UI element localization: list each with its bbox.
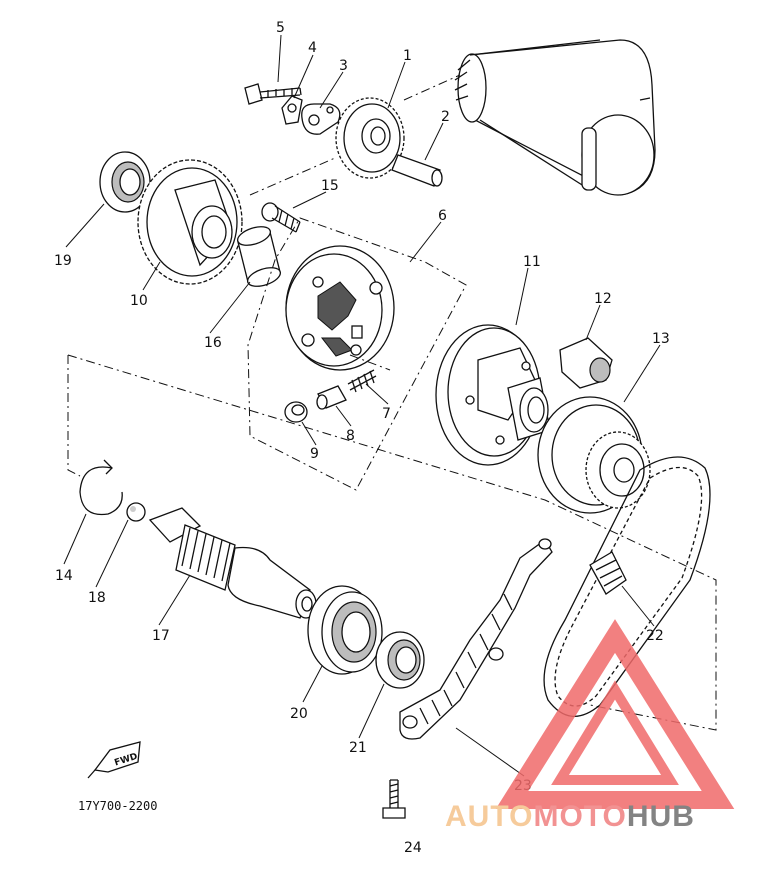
callout-2: 2 <box>441 109 450 125</box>
callout-labels: 5 4 3 1 2 6 15 19 10 16 11 12 13 7 8 9 1… <box>54 20 670 856</box>
bolt-24 <box>382 779 406 819</box>
guide-22 <box>589 551 627 595</box>
bolt-5 <box>244 83 302 105</box>
watermark-triangle-icon <box>495 619 735 809</box>
part-code: 17Y700-2200 <box>78 799 157 813</box>
plate-3 <box>301 103 341 135</box>
bearing-19 <box>99 151 151 213</box>
watermark-text: AUTOMOTOHUB <box>445 800 695 833</box>
callout-5: 5 <box>276 20 285 36</box>
callout-24: 24 <box>404 840 422 856</box>
leader-lines <box>63 34 661 777</box>
plunger-8 <box>316 385 347 410</box>
callout-7: 7 <box>382 406 391 422</box>
callout-1: 1 <box>403 48 412 64</box>
chain-guide-23 <box>399 538 553 740</box>
callout-6: 6 <box>438 208 447 224</box>
cap-9 <box>284 401 308 423</box>
washer-4 <box>281 95 303 125</box>
callout-22: 22 <box>646 628 664 644</box>
watermark-auto: AUTO <box>445 800 533 833</box>
watermark-logo: AUTOMOTOHUB <box>445 619 735 833</box>
callout-12: 12 <box>594 291 612 307</box>
callout-16: 16 <box>204 335 222 351</box>
callout-13: 13 <box>652 331 670 347</box>
callout-14: 14 <box>55 568 73 584</box>
circlip-14 <box>79 459 123 516</box>
starter-wheel-gear-13 <box>537 396 651 514</box>
fwd-arrow-icon: FWD <box>87 741 141 779</box>
callout-4: 4 <box>308 40 317 56</box>
watermark-hub: HUB <box>627 800 695 833</box>
callout-9: 9 <box>310 446 319 462</box>
starter-clutch-6 <box>285 245 395 371</box>
callout-19: 19 <box>54 253 72 269</box>
shaft-17 <box>148 507 317 619</box>
bearing-20 <box>307 585 383 675</box>
callout-10: 10 <box>130 293 148 309</box>
collar-16 <box>236 226 282 287</box>
watermark-inner-triangle-icon <box>551 680 679 785</box>
idler-gear-1 <box>335 97 405 179</box>
gear-10 <box>137 159 243 285</box>
callout-20: 20 <box>290 706 308 722</box>
shaft-2 <box>391 154 443 187</box>
clutch-outer-11 <box>435 324 551 466</box>
bolt-15 <box>261 202 301 233</box>
callout-21: 21 <box>349 740 367 756</box>
ball-18 <box>126 502 146 522</box>
drive-chain <box>543 456 711 718</box>
callout-3: 3 <box>339 58 348 74</box>
spring-7 <box>347 369 377 393</box>
clutch-assembly-boundary <box>247 217 467 491</box>
callout-8: 8 <box>346 428 355 444</box>
callout-11: 11 <box>523 254 541 270</box>
callout-18: 18 <box>88 590 106 606</box>
block-12 <box>559 337 613 389</box>
callout-17: 17 <box>152 628 170 644</box>
starter-motor <box>454 39 656 196</box>
callout-15: 15 <box>321 178 339 194</box>
oil-seal-21 <box>375 631 425 689</box>
watermark-moto: MOTO <box>533 800 626 833</box>
